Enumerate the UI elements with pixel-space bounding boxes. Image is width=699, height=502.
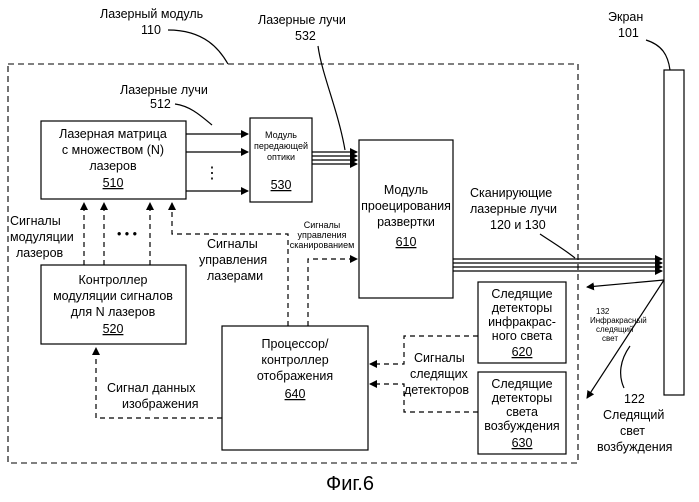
laser-array-line1: Лазерная матрица — [59, 127, 167, 141]
laser-array-line3: лазеров — [89, 159, 137, 173]
laser-beams-number-532: 532 — [295, 29, 316, 43]
excite-servo-leader — [621, 346, 630, 388]
ir-detectors-number: 620 — [512, 345, 533, 359]
excite-detectors-line3: света — [506, 405, 538, 419]
laser-array-block: Лазерная матрица с множеством (N) лазеро… — [41, 121, 186, 199]
mod-controller-number: 520 — [103, 322, 124, 336]
mod-controller-line3: для N лазеров — [71, 305, 156, 319]
image-data-label-2: изображения — [122, 397, 199, 411]
mod-controller-line2: модуляции сигналов — [53, 289, 173, 303]
servo-signals-label-2: следящих — [410, 367, 469, 381]
laser-module-number: 110 — [141, 23, 161, 37]
scan-projection-number: 610 — [396, 235, 417, 249]
screen — [664, 70, 684, 395]
transmit-optics-block: Модуль передающей оптики 530 — [250, 118, 312, 202]
scan-control-label-1: Сигналы — [304, 220, 341, 230]
servo-signals-label-1: Сигналы — [414, 351, 465, 365]
ir-detectors-line4: ного света — [492, 329, 552, 343]
ir-detectors-line1: Следящие — [491, 287, 552, 301]
laser-beams-label-532: Лазерные лучи — [258, 13, 346, 27]
figure-caption: Фиг.6 — [326, 473, 374, 495]
excite-detectors-number: 630 — [512, 436, 533, 450]
transmit-optics-line1: Модуль — [265, 130, 297, 140]
scanning-beams-leader — [540, 234, 575, 258]
excite-detectors-block: Следящие детекторы света возбуждения 630 — [478, 372, 566, 454]
excite-detectors-line1: Следящие — [491, 377, 552, 391]
screen-number: 101 — [618, 26, 639, 40]
display-processor-line3: отображения — [257, 369, 333, 383]
scan-projection-line2: проецирования — [361, 199, 451, 213]
mod-signal-dots: • • • — [117, 227, 137, 241]
excite-detectors-line4: возбуждения — [484, 419, 559, 433]
laser-control-label-2: управления — [199, 253, 267, 267]
laser-module-label: Лазерный модуль — [100, 7, 203, 21]
scanning-beams-line1: Сканирующие — [470, 186, 552, 200]
excite-detectors-line2: детекторы — [492, 391, 552, 405]
transmit-optics-number: 530 — [271, 178, 292, 192]
ir-servo-label-2: Инфракрасный — [590, 316, 647, 325]
mod-signals-label-2: модуляции — [10, 230, 74, 244]
excite-servo-label-3: свет — [620, 424, 645, 438]
scan-projection-line1: Модуль — [384, 183, 428, 197]
excite-servo-label-4: возбуждения — [597, 440, 672, 454]
image-data-label-1: Сигнал данных — [107, 381, 196, 395]
scan-control-label-2: управления — [297, 230, 346, 240]
transmit-optics-line3: оптики — [267, 152, 295, 162]
laser-array-number: 510 — [103, 176, 124, 190]
laser-beams-number-512: 512 — [150, 97, 171, 111]
display-processor-line1: Процессор/ — [262, 337, 329, 351]
scanning-beams-line3: 120 и 130 — [490, 218, 546, 232]
mod-signals-label-1: Сигналы — [10, 214, 61, 228]
ir-detectors-line3: инфракрас- — [488, 315, 556, 329]
laser-control-label-3: лазерами — [207, 269, 263, 283]
display-processor-line2: контроллер — [261, 353, 328, 367]
ir-servo-label-4: свет — [602, 334, 618, 343]
mod-controller-line1: Контроллер — [79, 273, 148, 287]
scan-projection-line3: развертки — [377, 215, 435, 229]
scan-control-label-3: сканированием — [290, 240, 355, 250]
laser-beams-532-leader — [318, 46, 345, 150]
scan-control-signal — [308, 259, 357, 326]
excite-servo-label-1: 122 — [624, 392, 645, 406]
screen-leader — [646, 40, 670, 70]
ir-servo-light — [587, 280, 664, 287]
mod-signals-label-3: лазеров — [16, 246, 64, 260]
laser-array-line2: с множеством (N) — [62, 143, 164, 157]
screen-label: Экран — [608, 10, 643, 24]
scanning-beams-line2: лазерные лучи — [470, 202, 557, 216]
transmit-optics-line2: передающей — [254, 141, 308, 151]
display-processor-number: 640 — [285, 387, 306, 401]
excite-servo-label-2: Следящий — [603, 408, 664, 422]
laser-beams-label-512: Лазерные лучи — [120, 83, 208, 97]
display-processor-block: Процессор/ контроллер отображения 640 — [222, 326, 368, 450]
ir-detectors-block: Следящие детекторы инфракрас- ного света… — [478, 282, 566, 363]
ir-detectors-line2: детекторы — [492, 301, 552, 315]
laser-control-label-1: Сигналы — [207, 237, 258, 251]
laser-module-leader — [168, 30, 228, 64]
scan-projection-block: Модуль проецирования развертки 610 — [359, 140, 453, 298]
ir-servo-label-3: следящий — [596, 325, 633, 334]
mod-controller-block: Контроллер модуляции сигналов для N лазе… — [41, 265, 186, 344]
ir-servo-label-1: 132 — [596, 307, 610, 316]
beam-dots-vertical: ⋮ — [204, 165, 220, 182]
servo-signals-label-3: детекторов — [404, 383, 469, 397]
excite-servo-light — [587, 280, 664, 398]
